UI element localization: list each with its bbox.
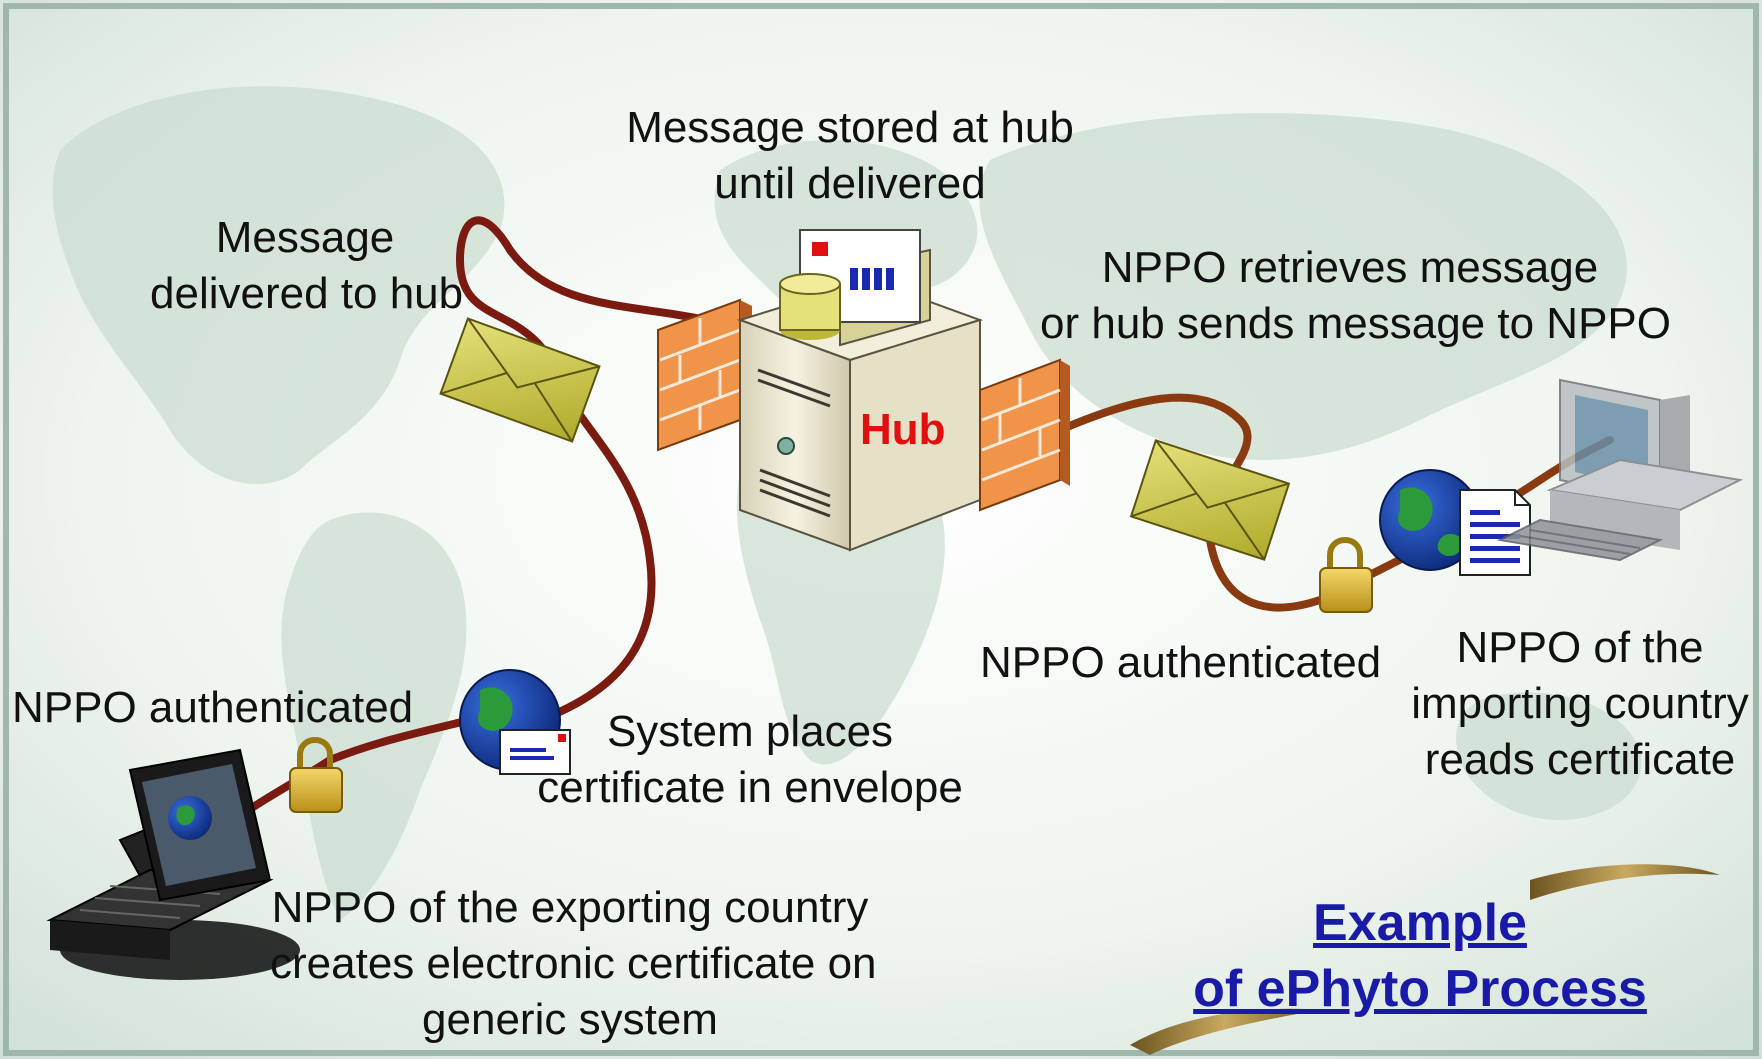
hub-label: Hub bbox=[860, 405, 946, 454]
desktop-computer-icon bbox=[1496, 378, 1744, 562]
globe-left-icon bbox=[459, 669, 571, 775]
label-nppo-authenticated-right: NPPO authenticated bbox=[980, 638, 1382, 687]
label-line: importing country bbox=[1411, 679, 1749, 728]
frame-border bbox=[3, 3, 1759, 1056]
label-line: System places bbox=[606, 707, 894, 756]
envelope-right-icon bbox=[1129, 439, 1291, 561]
envelope-left-icon bbox=[439, 317, 601, 443]
label-line: Message bbox=[215, 213, 395, 262]
lock-right-icon bbox=[1319, 537, 1373, 613]
decorative-swoosh bbox=[1130, 864, 1720, 1055]
cable-hub-to-lock bbox=[1056, 393, 1324, 612]
label-line: delivered to hub bbox=[150, 269, 464, 318]
label-line: or hub sends message to NPPO bbox=[1040, 299, 1671, 348]
label-line: NPPO of the bbox=[1456, 623, 1704, 672]
globe-right-icon bbox=[1379, 469, 1531, 576]
world-map-watermark bbox=[52, 86, 1642, 920]
title-line[interactable]: of ePhyto Process bbox=[1193, 960, 1647, 1018]
lock-left-icon bbox=[289, 737, 343, 813]
laptop-icon bbox=[46, 748, 300, 980]
label-message-stored: Message stored at hub until delivered bbox=[620, 100, 1080, 212]
label-message-delivered: Message delivered to hub bbox=[150, 210, 464, 322]
label-line: creates electronic certificate on bbox=[270, 939, 877, 988]
cable-globe-to-hub bbox=[455, 216, 744, 724]
label-exporting-country: NPPO of the exporting country creates el… bbox=[270, 880, 877, 1048]
hub-server-icon bbox=[736, 229, 984, 552]
label-nppo-authenticated-left: NPPO authenticated bbox=[12, 683, 414, 732]
label-line: reads certificate bbox=[1424, 735, 1736, 784]
label-system-places: System places certificate in envelope bbox=[535, 704, 965, 816]
label-importing-country: NPPO of the importing country reads cert… bbox=[1400, 620, 1760, 788]
diagram-title-link[interactable]: Example of ePhyto Process bbox=[1180, 890, 1660, 1022]
label-line: until delivered bbox=[714, 159, 986, 208]
label-line: NPPO of the exporting country bbox=[271, 883, 869, 932]
title-line[interactable]: Example bbox=[1313, 894, 1527, 952]
label-line: Message stored at hub bbox=[626, 103, 1074, 152]
label-line: NPPO retrieves message bbox=[1101, 243, 1599, 292]
firewall-right-icon bbox=[979, 358, 1070, 512]
label-nppo-retrieves: NPPO retrieves message or hub sends mess… bbox=[1040, 240, 1671, 352]
label-line: certificate in envelope bbox=[537, 763, 963, 812]
label-line: generic system bbox=[422, 995, 718, 1044]
